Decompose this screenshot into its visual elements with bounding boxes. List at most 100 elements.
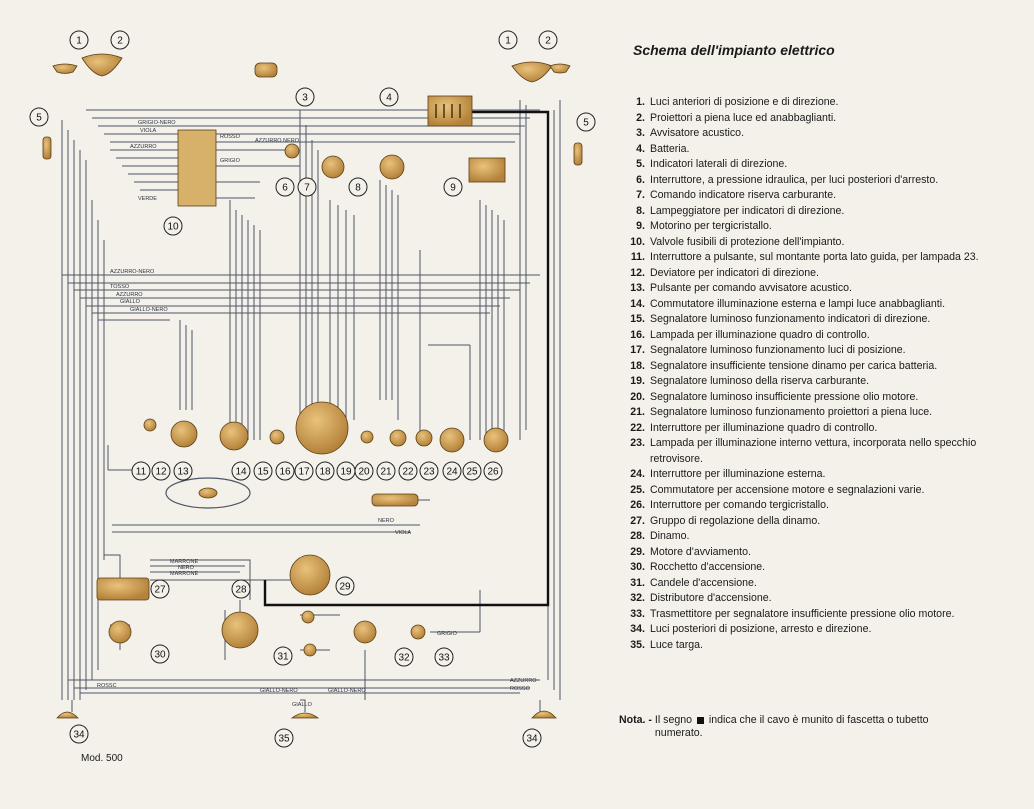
legend-item: 27.Gruppo di regolazione della dinamo. [616, 514, 981, 530]
legend-text: Indicatori laterali di direzione. [650, 158, 788, 170]
legend-number: 13. [630, 282, 645, 294]
callout-circle [231, 579, 251, 599]
legend-text: Segnalatore luminoso funzionamento proie… [650, 406, 933, 418]
callout-circle [29, 107, 49, 127]
wire-label: VIOLA [140, 128, 157, 134]
fuel-reserve-sender [321, 155, 345, 179]
legend-text: Lampeggiatore per indicatori di direzion… [650, 204, 845, 217]
callout-circle [275, 461, 295, 481]
wire-label: NERO [378, 518, 395, 524]
horn [254, 62, 278, 78]
callout-circle [442, 461, 462, 481]
legend-text: Pulsante per comando avvisatore acustico… [650, 282, 852, 294]
callout-number: 24 [446, 467, 458, 478]
legend-text: Motore d'avviamento. [650, 545, 751, 558]
callout-number: 33 [438, 653, 450, 664]
legend-text: Interruttore per illuminazione esterna. [650, 468, 826, 480]
wire-label: ROSSO [510, 686, 531, 692]
legend-number: 16. [630, 328, 645, 341]
legend-item: 13. Pulsante per comando avvisatore acust… [616, 281, 981, 297]
callout-number: 17 [298, 467, 310, 478]
callout-circle [376, 461, 396, 481]
wire-label: ROSSO [220, 134, 241, 140]
legend-text: Motorino per tergicristallo. [650, 220, 772, 232]
callout-circle [173, 461, 193, 481]
callout-number: 21 [380, 467, 392, 478]
legend-number: 14. [630, 297, 645, 310]
legend-text: Segnalatore insufficiente tensione dinam… [650, 359, 938, 372]
callout-number: 29 [339, 582, 351, 593]
legend-number: 5. [636, 158, 645, 170]
legend-item: 19.Segnalatore luminoso della riserva ca… [616, 374, 981, 390]
legend-item: 6.Interruttore, a pressione idraulica, p… [616, 173, 981, 189]
legend-number: 26. [630, 499, 645, 511]
wire-label: AZZURRO NERO [255, 138, 300, 144]
legend-item: 1.Luci anteriori di posizione e di direz… [616, 95, 981, 111]
legend-number: 21. [630, 406, 645, 418]
legend-text: Luce targa. [650, 638, 704, 651]
legend-item: 10.Valvole fusibili di protezione dell'i… [616, 235, 981, 251]
legend-item: 16. Lampada per illuminazione quadro di c… [616, 328, 981, 344]
wiper-switch [371, 493, 419, 507]
legend-text: Valvole fusibili di protezione dell'impi… [650, 235, 845, 248]
callout-number: 22 [402, 467, 414, 478]
legend-number: 7. [636, 189, 645, 201]
steering-wheel-horn [165, 477, 251, 509]
legend-item: 25.Commutatore per accensione motore e s… [616, 483, 981, 499]
legend-number: 20. [630, 390, 645, 403]
callout-number: 28 [235, 585, 247, 596]
callout-circle [150, 644, 170, 664]
legend-item: 33.Trasmettitore per segnalatore insuffi… [616, 607, 981, 623]
callout-number: 35 [278, 734, 290, 745]
legend-text: Lampada per illuminazione interno vettur… [650, 437, 977, 465]
legend-text: Candele d'accensione. [650, 576, 757, 589]
spark-plug-1 [301, 610, 315, 624]
legend-number: 17. [630, 344, 645, 356]
callout-number: 27 [154, 585, 166, 596]
callout-circle [151, 461, 171, 481]
wire-label: MARRONE [170, 559, 198, 565]
legend-item: 35.Luce targa. [616, 638, 981, 654]
legend-item: 12.Deviatore per indicatori di direzione… [616, 266, 981, 282]
callout-number: 5 [583, 118, 589, 129]
callout-circle [443, 177, 463, 197]
legend-item: 34.Luci posteriori di posizione, arresto… [616, 622, 981, 638]
wire-label: MARRONE [170, 571, 198, 577]
wire-label: GRIGIO-NERO [138, 120, 176, 126]
callout-circle [434, 647, 454, 667]
legend-item: 2.Proiettori a piena luce ed anabbaglian… [616, 111, 981, 127]
legend-item: 4.Batteria. [616, 142, 981, 158]
callout-circle [231, 461, 251, 481]
front-position-light-right [549, 63, 571, 74]
legend-number: 8. [636, 204, 645, 217]
legend-number: 18. [630, 359, 645, 372]
lighting-switch [219, 421, 249, 451]
legend-text: Commutatore per accensione motore e segn… [650, 483, 925, 496]
legend-number: 4. [636, 142, 645, 155]
callout-number: 31 [277, 652, 289, 663]
callout-number: 30 [154, 650, 166, 661]
wire-label: GIALLO-NERO [260, 688, 298, 694]
brake-light-switch [284, 143, 300, 159]
callout-number: 5 [36, 113, 42, 124]
number-plate-light [290, 712, 320, 719]
legend-number: 9. [636, 220, 645, 232]
legend-item: 8. Lampeggiatore per indicatori di direzi… [616, 204, 981, 220]
legend-number: 31. [630, 576, 645, 589]
callout-number: 12 [155, 467, 167, 478]
side-indicator-right [573, 142, 583, 166]
legend-text: Lampada per illuminazione quadro di cont… [650, 328, 870, 341]
legend-number: 1. [636, 96, 645, 108]
voltage-regulator [96, 577, 150, 601]
wire-label: VERDE [138, 196, 157, 202]
oil-pressure-sender [410, 624, 426, 640]
fuse-box [177, 129, 217, 207]
callout-circle [150, 579, 170, 599]
callout-number: 8 [355, 183, 361, 194]
wire-label: GRIGIO [220, 158, 241, 164]
legend-text: Segnalatore luminoso della riserva carbu… [650, 375, 870, 387]
tail-light-left [56, 711, 79, 719]
callout-number: 2 [117, 36, 123, 47]
instrument-cluster [295, 401, 349, 455]
